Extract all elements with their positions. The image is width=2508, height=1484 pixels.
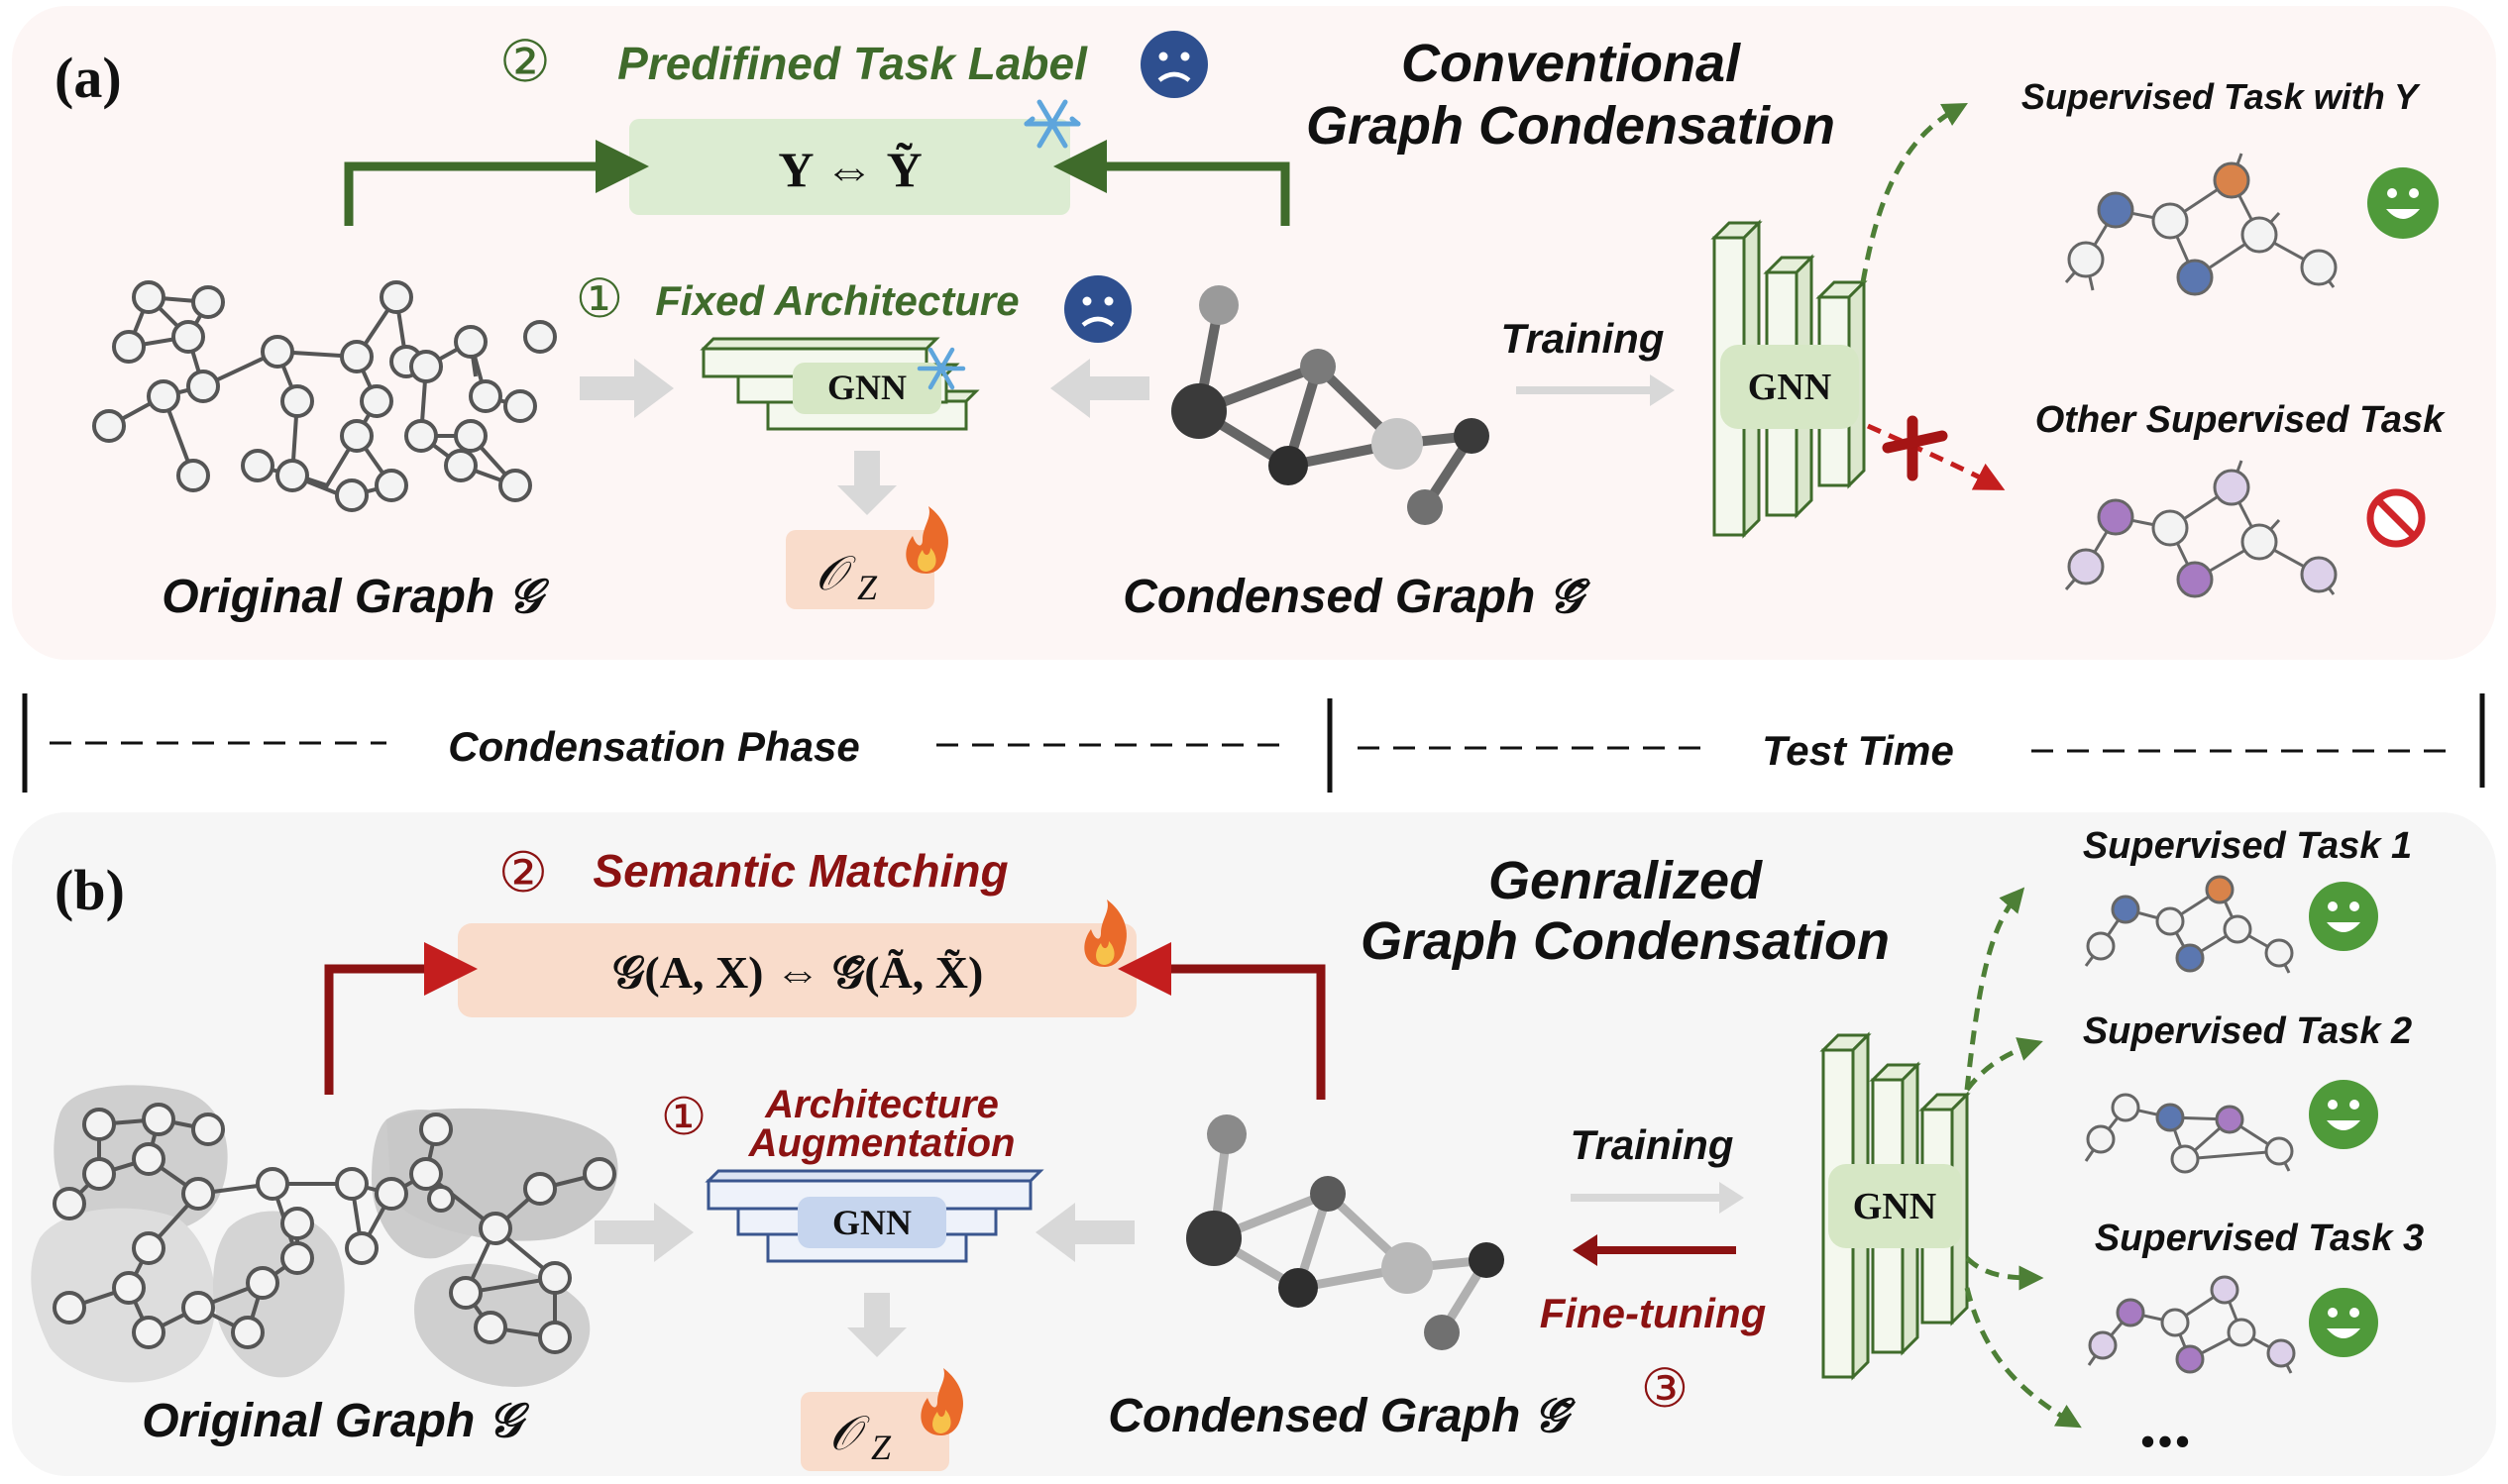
gnn-label-b: GNN bbox=[832, 1203, 912, 1242]
original-graph-a bbox=[92, 280, 557, 512]
panel-a-title-line2: Graph Condensation bbox=[1306, 96, 1835, 156]
panel-b-step1-label-line1: Architecture bbox=[764, 1083, 999, 1126]
objective-box-a bbox=[786, 530, 934, 609]
panel-b-step2-number: ② bbox=[498, 841, 548, 905]
panel-b-original-graph-label: Original Graph 𝒢 bbox=[142, 1395, 529, 1447]
test-gnn-label-a: GNN bbox=[1748, 367, 1831, 408]
objective-box-b bbox=[801, 1392, 949, 1471]
fire-icon bbox=[921, 1368, 963, 1435]
task-graph-a1 bbox=[2064, 153, 2338, 296]
arrow-original-to-gnn-b bbox=[595, 1203, 694, 1262]
semantic-arrow-left bbox=[324, 942, 478, 1095]
prohibited-icon bbox=[2366, 488, 2426, 548]
arrow-gnn-to-objective-b bbox=[847, 1293, 907, 1357]
test-time-label: Test Time bbox=[1762, 727, 1954, 774]
fire-icon bbox=[906, 506, 948, 574]
panel-b-tag: (b) bbox=[55, 858, 125, 922]
gnn-module-b bbox=[798, 1197, 946, 1248]
happy-face-icon bbox=[2367, 167, 2439, 239]
panel-b-title-line2: Graph Condensation bbox=[1361, 911, 1890, 971]
panel-b-task2-label: Supervised Task 2 bbox=[2083, 1010, 2412, 1052]
label-arrow-right bbox=[1053, 140, 1290, 226]
panel-b-step3-number: ③ bbox=[1641, 1357, 1689, 1420]
condensed-graph-b bbox=[1186, 1114, 1504, 1350]
task-graph-a2 bbox=[2064, 460, 2338, 598]
output-arrow-task2-b bbox=[1965, 1037, 2043, 1092]
panel-b-condensed-graph-label: Condensed Graph 𝒢̃ bbox=[1108, 1390, 1577, 1442]
output-arrow-task1-a bbox=[1860, 103, 1968, 283]
panel-a-step2-label: Predifined Task Label bbox=[617, 38, 1088, 89]
panel-b-training-label: Training bbox=[1571, 1121, 1734, 1168]
panel-a-tag: (a) bbox=[55, 46, 122, 110]
test-gnn-label-b: GNN bbox=[1853, 1186, 1936, 1227]
panel-a-title-line1: Conventional bbox=[1401, 34, 1741, 93]
label-arrow-left bbox=[344, 140, 649, 226]
training-arrow-b bbox=[1571, 1182, 1744, 1214]
panel-a-training-label: Training bbox=[1501, 315, 1665, 362]
sad-face-icon bbox=[1064, 275, 1132, 343]
panel-b-step2-label: Semantic Matching bbox=[593, 845, 1008, 897]
cross-mark-icon bbox=[1882, 415, 1948, 481]
panel-a-step1-label: Fixed Architecture bbox=[655, 277, 1019, 324]
task-graph-b1 bbox=[2084, 875, 2294, 974]
panel-a-original-graph-label: Original Graph 𝒢 bbox=[162, 571, 549, 623]
happy-face-icon bbox=[2309, 1080, 2378, 1149]
fire-icon bbox=[1084, 900, 1127, 967]
task-graph-b3 bbox=[2087, 1275, 2296, 1374]
panel-b-finetune-label: Fine-tuning bbox=[1540, 1290, 1767, 1336]
condensed-graph-a bbox=[1171, 285, 1489, 525]
panel-b-title-line1: Genralized bbox=[1488, 851, 1763, 910]
panel-b-task1-label: Supervised Task 1 bbox=[2083, 825, 2412, 867]
panel-a-condensed-graph-label: Condensed Graph 𝒢̃ bbox=[1123, 571, 1591, 623]
panel-b-step1-number: ① bbox=[661, 1088, 708, 1147]
task-label-match-formula: Y ⇔ Ỹ bbox=[778, 142, 922, 197]
panel-a-task1-label: Supervised Task with Y bbox=[2021, 76, 2421, 117]
panel-b-more-tasks: ... bbox=[2139, 1386, 2192, 1462]
objective-subscript-a: Z bbox=[857, 568, 878, 607]
gnn-label-a: GNN bbox=[827, 368, 907, 407]
arrow-condensed-to-gnn-a bbox=[1050, 359, 1149, 418]
output-arrow-task2-a bbox=[1866, 423, 2006, 490]
semantic-match-box bbox=[458, 923, 1137, 1017]
arrow-condensed-to-gnn-b bbox=[1036, 1203, 1135, 1262]
panel-b-step1-label-line2: Augmentation bbox=[748, 1121, 1016, 1165]
phase-divider bbox=[22, 693, 2485, 793]
snowflake-icon bbox=[917, 347, 966, 390]
original-graph-b bbox=[31, 1085, 618, 1387]
finetune-arrow-b bbox=[1573, 1234, 1736, 1266]
semantic-match-formula: 𝒢(A, X) ⇔ 𝒢̃(Ã, X̃) bbox=[612, 947, 984, 998]
training-arrow-a bbox=[1516, 374, 1675, 406]
panel-a-step1-number: ① bbox=[576, 267, 623, 330]
arrow-gnn-to-objective-a bbox=[837, 451, 897, 515]
arrow-original-to-gnn-a bbox=[580, 359, 674, 418]
panel-a-step2-number: ② bbox=[499, 28, 551, 95]
happy-face-icon bbox=[2309, 882, 2378, 951]
gnn-module-a bbox=[793, 363, 941, 414]
snowflake-icon bbox=[1024, 99, 1081, 149]
condensation-phase-label: Condensation Phase bbox=[448, 723, 859, 770]
panel-b-task3-label: Supervised Task 3 bbox=[2095, 1218, 2424, 1259]
test-gnn-module-b bbox=[1828, 1164, 1962, 1248]
output-arrow-task3-b bbox=[1965, 1256, 2044, 1291]
happy-face-icon bbox=[2309, 1288, 2378, 1357]
task-graph-b2 bbox=[2084, 1093, 2294, 1174]
task-label-match-box bbox=[629, 119, 1070, 215]
objective-subscript-b: Z bbox=[871, 1428, 892, 1467]
test-gnn-module-a bbox=[1720, 345, 1859, 429]
panel-a-task2-label: Other Supervised Task bbox=[2035, 399, 2446, 441]
sad-face-icon bbox=[1141, 31, 1208, 98]
output-arrow-task1-b bbox=[1964, 887, 2025, 1091]
semantic-arrow-right bbox=[1118, 942, 1326, 1100]
